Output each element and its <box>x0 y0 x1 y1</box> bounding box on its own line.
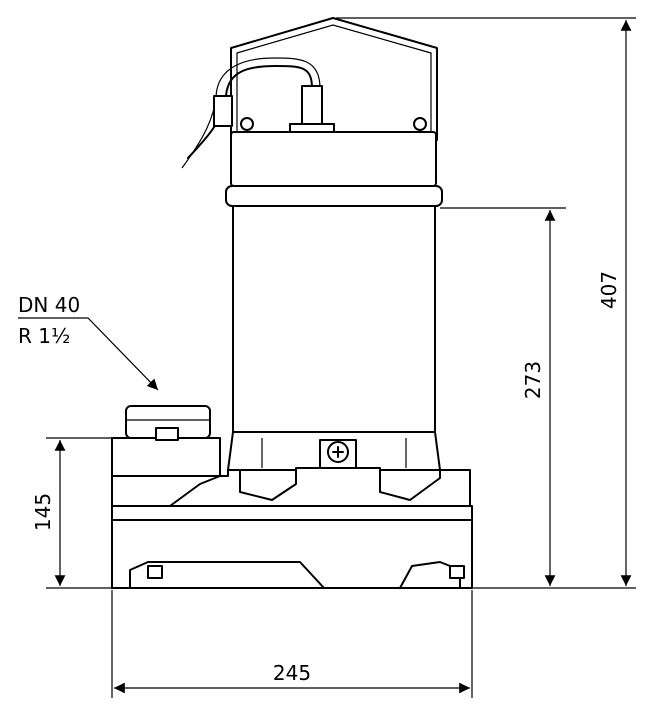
foot-bolt-left <box>147 565 163 579</box>
cable-gland <box>301 85 323 127</box>
outlet-label-thread: R 1½ <box>18 324 70 348</box>
pump-foot <box>111 437 471 507</box>
pump-outline <box>111 17 473 589</box>
motor-flange <box>225 185 443 207</box>
top-bolt-left <box>240 117 254 131</box>
pump-handle <box>230 17 438 141</box>
foot-bolt-right <box>449 565 465 579</box>
top-bolt-right <box>413 117 427 131</box>
outlet-leader-line <box>18 317 159 391</box>
dimension-lines <box>18 17 636 698</box>
dim-text-245: 245 <box>273 661 311 685</box>
dim-text-273: 273 <box>521 361 545 399</box>
power-cable <box>187 65 313 159</box>
cable-clamp <box>213 95 233 127</box>
outlet-label-dn: DN 40 <box>18 293 80 317</box>
motor-top-cover <box>230 131 437 187</box>
dim-text-145: 145 <box>31 493 55 531</box>
motor-housing <box>232 205 436 433</box>
dim-text-407: 407 <box>597 271 621 309</box>
